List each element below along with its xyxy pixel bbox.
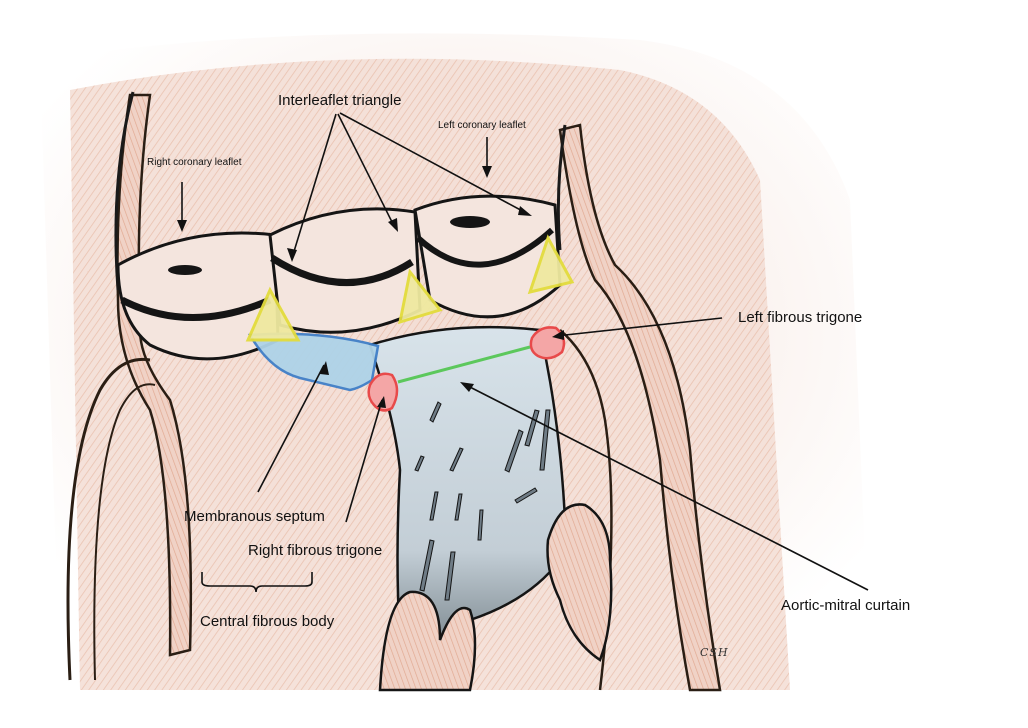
label-interleaflet-triangle: Interleaflet triangle xyxy=(278,92,402,109)
aorta-left-edge xyxy=(114,91,135,291)
non-coronary-leaflet-shape xyxy=(268,207,422,334)
trigone-connector-line xyxy=(397,345,531,384)
interleaflet-triangle-3 xyxy=(527,234,575,295)
membranous-septum-shape xyxy=(247,332,380,392)
label-right-fibrous-trigone: Right fibrous trigone xyxy=(248,542,383,559)
label-left-fibrous-trigone: Left fibrous trigone xyxy=(738,309,863,326)
label-left-coronary-leaflet: Left coronary leaflet xyxy=(438,120,526,131)
arrow-heads xyxy=(177,166,564,408)
label-right-coronary-leaflet: Right coronary leaflet xyxy=(147,157,242,168)
outer-left-arch xyxy=(66,357,151,681)
label-central-fibrous-body: Central fibrous body xyxy=(200,613,335,630)
artist-signature: CSH xyxy=(700,646,729,659)
label-membranous-septum: Membranous septum xyxy=(184,508,325,525)
aortic-wall-right xyxy=(558,123,722,692)
interleaflet-triangle-2 xyxy=(398,268,443,325)
interleaflet-triangle-1 xyxy=(245,286,301,342)
left-coronary-leaflet-shape xyxy=(413,194,562,319)
right-fibrous-trigone-shape xyxy=(367,372,399,412)
inner-left-arch xyxy=(93,383,156,681)
left-fibrous-trigone-shape xyxy=(529,326,566,360)
papillary-muscle-left xyxy=(378,590,477,692)
papillary-muscle-right xyxy=(546,503,613,662)
chordae-marks xyxy=(414,401,551,601)
right-coronary-leaflet-shape xyxy=(116,231,280,361)
central-fibrous-body-bracket xyxy=(201,572,313,593)
label-aortic-mitral-curtain: Aortic-mitral curtain xyxy=(781,597,911,614)
aorta-right-edge xyxy=(556,124,567,251)
